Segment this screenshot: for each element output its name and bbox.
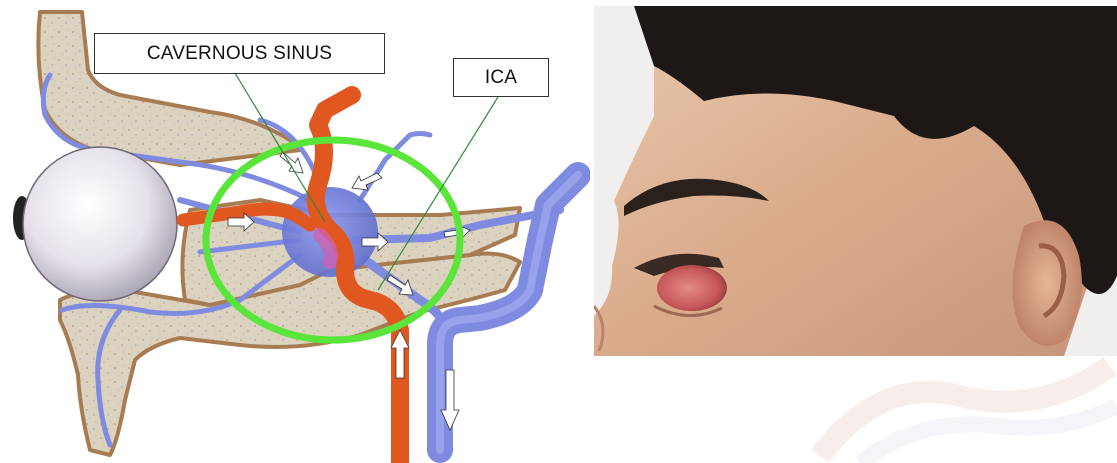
ica-label: ICA [453,58,549,97]
cavernous-sinus-label: CAVERNOUS SINUS [94,33,385,74]
arrow-icon [280,152,303,173]
ear [1013,220,1082,346]
arrow-icon [352,173,382,190]
patient-eye-photo [594,6,1117,356]
eye-globe [13,147,177,301]
decorative-watermark [800,356,1117,463]
